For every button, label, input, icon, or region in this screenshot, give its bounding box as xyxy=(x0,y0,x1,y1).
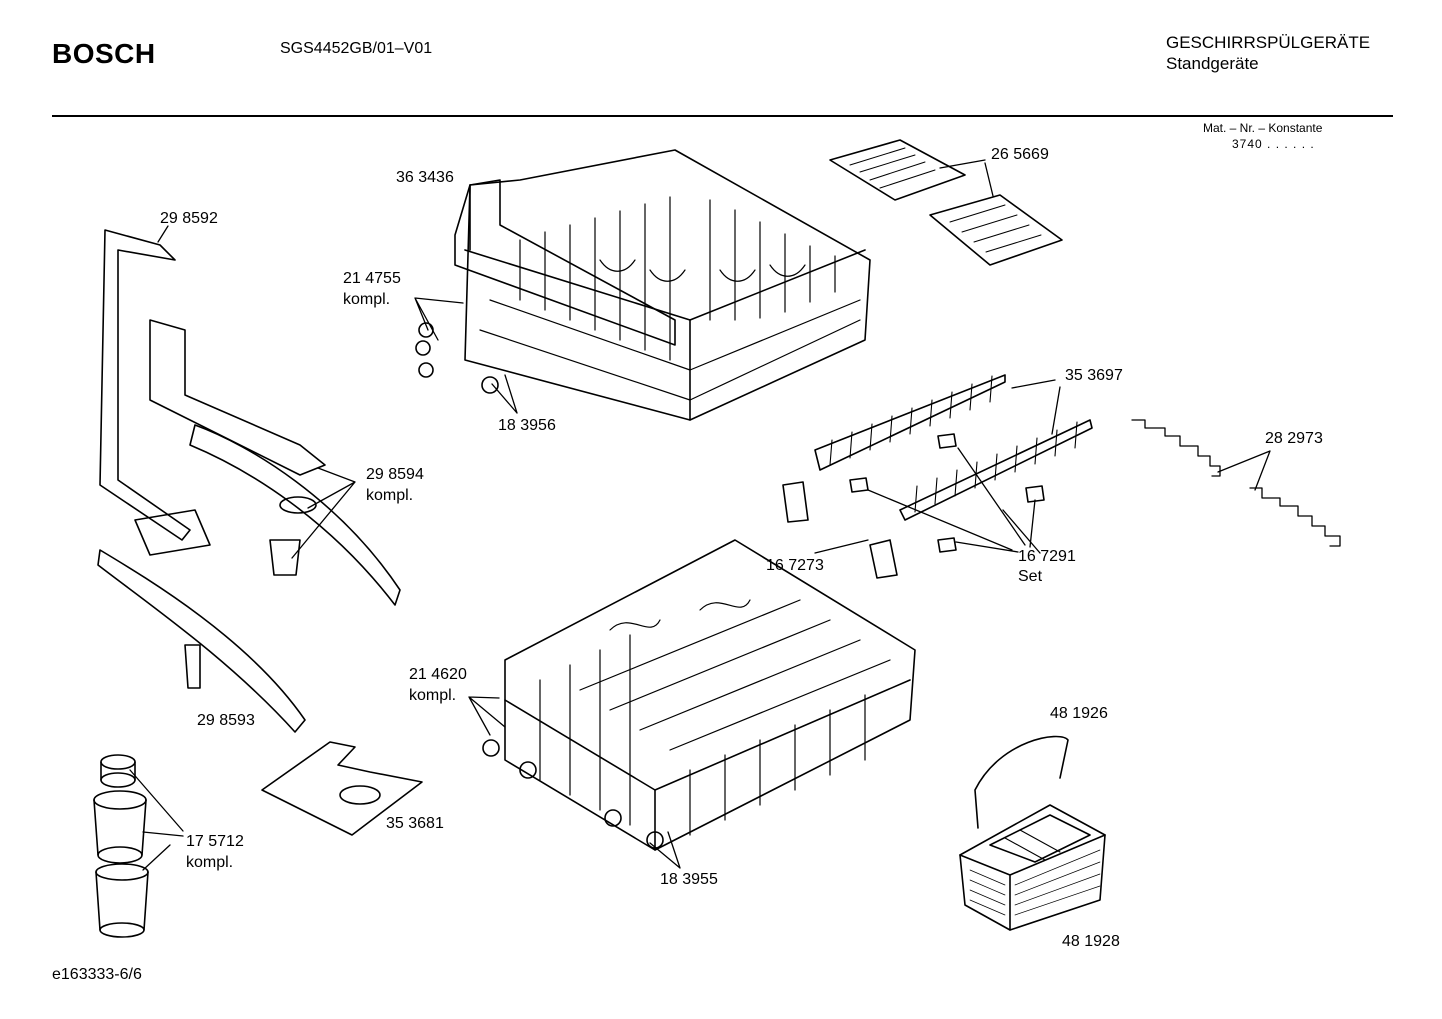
header-divider xyxy=(52,115,1393,117)
part-label: 29 8593 xyxy=(197,712,255,729)
part-label: 36 3436 xyxy=(396,169,454,186)
brand-logo: BOSCH xyxy=(52,38,156,69)
part-label: 35 3697 xyxy=(1065,367,1123,384)
cup-shelf-drawing xyxy=(829,139,1063,266)
part-label: 26 5669 xyxy=(991,146,1049,163)
part-label: 18 3955 xyxy=(660,871,718,888)
part-label: 48 1926 xyxy=(1050,705,1108,722)
part-label: kompl. xyxy=(186,854,234,871)
part-label: 21 4755 xyxy=(343,270,401,287)
leader-lines xyxy=(129,159,1271,871)
part-label: kompl. xyxy=(343,291,391,308)
category-title: GESCHIRRSPÜLGERÄTE xyxy=(1166,33,1371,52)
part-label: kompl. xyxy=(409,687,457,704)
tine-rows-drawing xyxy=(782,374,1093,579)
part-label: 35 3681 xyxy=(386,815,444,832)
part-label: 28 2973 xyxy=(1265,430,1323,447)
part-label: 18 3956 xyxy=(498,417,556,434)
material-number-heading: Mat. – Nr. – Konstante xyxy=(1203,121,1323,135)
document-code: e163333-6/6 xyxy=(52,966,142,983)
model-number: SGS4452GB/01–V01 xyxy=(280,40,433,57)
filter-set-drawing xyxy=(93,741,423,938)
upper-basket-drawing xyxy=(454,149,871,421)
part-label: kompl. xyxy=(366,487,414,504)
part-label: 16 7291 xyxy=(1018,548,1076,565)
lower-basket-drawing xyxy=(415,322,916,851)
cutlery-basket-drawing xyxy=(959,735,1106,931)
spray-arm-drawing xyxy=(97,229,401,733)
part-label: 21 4620 xyxy=(409,666,467,683)
material-number-constant: 3740 . . . . . . xyxy=(1232,137,1315,151)
part-label: Set xyxy=(1018,568,1043,585)
category-subtitle: Standgeräte xyxy=(1166,54,1259,73)
part-label: 16 7273 xyxy=(766,557,824,574)
part-label: 29 8594 xyxy=(366,466,424,483)
stepped-racks-drawing xyxy=(1131,419,1341,547)
part-label: 29 8592 xyxy=(160,210,218,227)
part-label: 48 1928 xyxy=(1062,933,1120,950)
part-label: 17 5712 xyxy=(186,833,244,850)
